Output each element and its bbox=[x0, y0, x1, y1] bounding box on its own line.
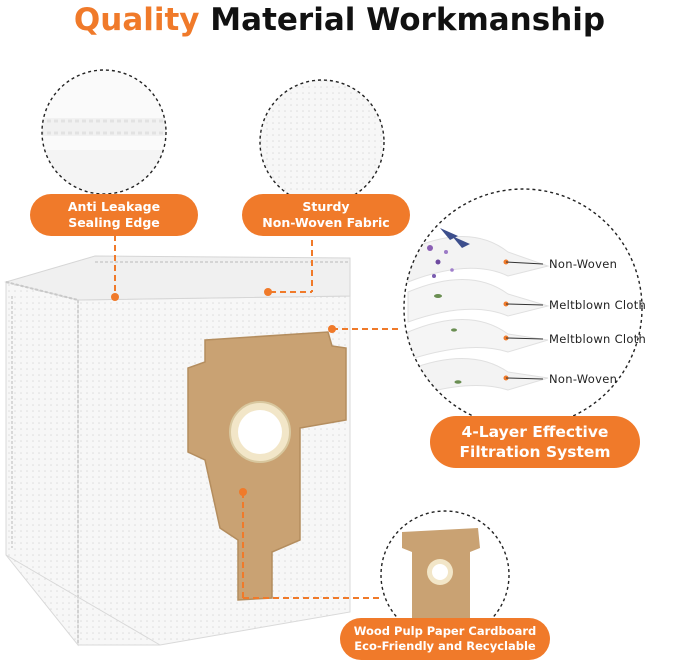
fabric-closeup bbox=[259, 79, 385, 205]
sealing-edge-closeup bbox=[41, 69, 167, 195]
layer-label-3: Meltblown Cloth bbox=[549, 332, 647, 346]
title-highlight: Quality bbox=[73, 2, 200, 38]
callout-filtration-system: 4-Layer Effective Filtration System bbox=[430, 416, 640, 468]
cardboard-plate bbox=[187, 331, 347, 601]
callout-cardboard-line2: Eco-Friendly and Recyclable bbox=[354, 639, 536, 653]
callout-filtration-line2: Filtration System bbox=[459, 443, 611, 461]
callout-filtration-line1: 4-Layer Effective bbox=[461, 422, 609, 441]
callout-non-woven-fabric: Sturdy Non-Woven Fabric bbox=[242, 194, 410, 236]
callout-non-woven-fabric-line2: Non-Woven Fabric bbox=[262, 215, 390, 230]
callout-cardboard-line1: Wood Pulp Paper Cardboard bbox=[353, 624, 537, 639]
title-rest: Material Workmanship bbox=[199, 2, 606, 38]
leader-dots bbox=[111, 288, 336, 496]
filtration-layers-closeup bbox=[403, 188, 643, 428]
cardboard-closeup bbox=[380, 510, 510, 640]
callout-non-woven-fabric-line1: Sturdy bbox=[302, 198, 350, 214]
callout-anti-leakage-line1: Anti Leakage bbox=[67, 198, 161, 214]
callout-anti-leakage: Anti Leakage Sealing Edge bbox=[30, 194, 198, 236]
layer-label-1: Non-Woven bbox=[549, 257, 618, 271]
leader-lines bbox=[114, 230, 402, 599]
layer-label-4: Non-Woven bbox=[549, 372, 618, 386]
callout-anti-leakage-line2: Sealing Edge bbox=[68, 215, 160, 230]
page-title: Quality Material Workmanship bbox=[0, 0, 679, 40]
layer-label-2: Meltblown Cloth bbox=[549, 298, 647, 312]
callout-cardboard: Wood Pulp Paper Cardboard Eco-Friendly a… bbox=[340, 618, 550, 660]
